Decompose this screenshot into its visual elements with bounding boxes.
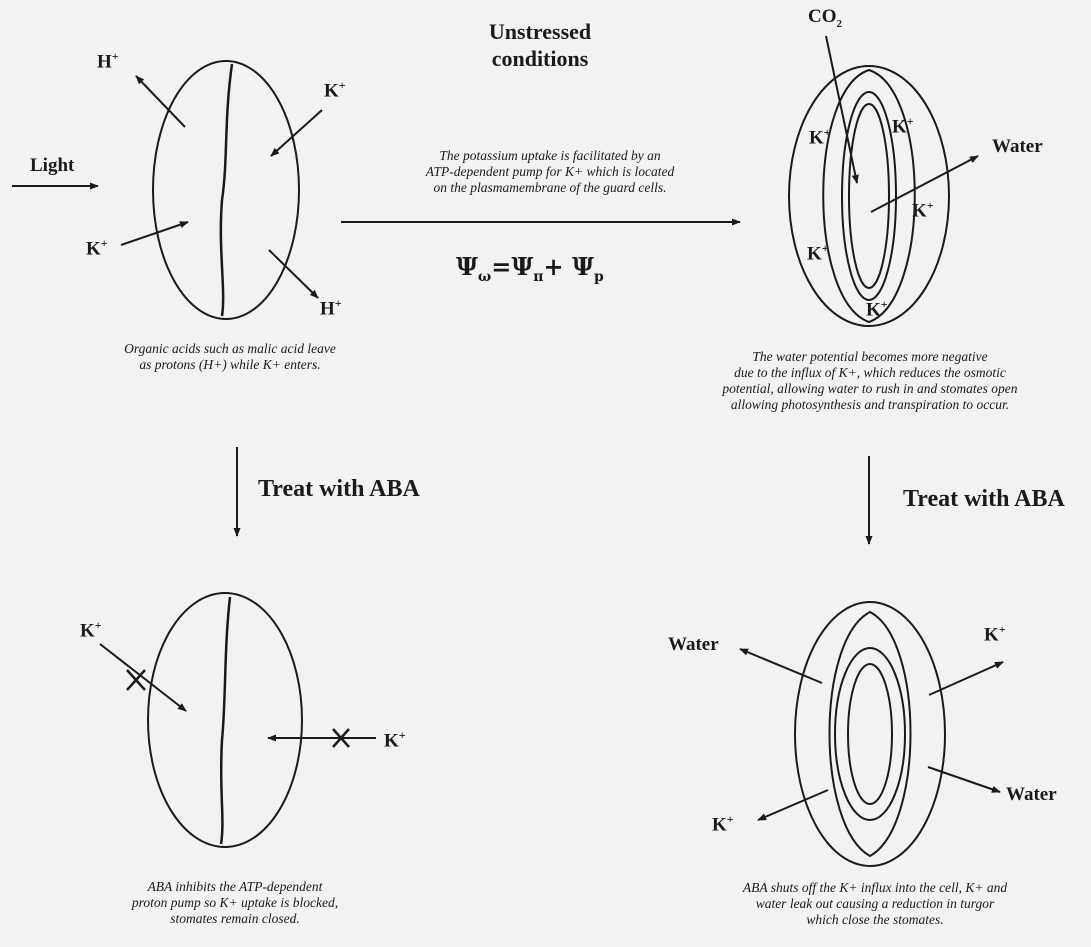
caption-line: which close the stomates. [680, 912, 1070, 928]
caption-line: ABA shuts off the K+ influx into the cel… [680, 880, 1070, 896]
stoma-pore-inner [848, 664, 892, 804]
closed-stoma-top-left [153, 61, 299, 319]
stoma-pore-line [221, 597, 230, 844]
treat-label-left: Treat with ABA [258, 476, 420, 503]
transition-description: The potassium uptake is facilitated by a… [340, 148, 760, 196]
water-label-right: Water [1006, 784, 1057, 806]
k-label-top: K+ [324, 78, 346, 102]
caption-line: potential, allowing water to rush in and… [660, 381, 1080, 397]
k-label-blocked-left: K+ [80, 618, 102, 642]
closing-stoma-bottom-right [795, 602, 945, 866]
k-label-top: K+ [984, 622, 1006, 646]
caption-line: ATP-dependent pump for K+ which is locat… [340, 164, 760, 180]
caption-line: due to the influx of K+, which reduces t… [660, 365, 1080, 381]
title-line-2: conditions [460, 45, 620, 72]
caption-bottom-right: ABA shuts off the K+ influx into the cel… [680, 880, 1070, 928]
caption-line: The water potential becomes more negativ… [660, 349, 1080, 365]
k-label-1: K+ [809, 125, 831, 149]
k-label-left: K+ [86, 236, 108, 260]
caption-line: The potassium uptake is facilitated by a… [340, 148, 760, 164]
caption-top-left: Organic acids such as malic acid leave a… [60, 341, 400, 373]
water-label-left: Water [668, 634, 719, 656]
stoma-pore-line [221, 64, 232, 316]
title-line-1: Unstressed [460, 18, 620, 45]
h-efflux-arrow-top [136, 76, 185, 127]
caption-line: stomates remain closed. [90, 911, 380, 927]
co2-arrow [826, 36, 857, 183]
k-label-blocked-right: K+ [384, 728, 406, 752]
water-label: Water [992, 136, 1043, 158]
stoma-pore [842, 92, 896, 300]
h-label-top: H+ [97, 49, 119, 73]
caption-bottom-left: ABA inhibits the ATP-dependent proton pu… [90, 879, 380, 927]
water-potential-equation: Ψω=Ψπ+ Ψp [456, 252, 604, 285]
caption-line: ABA inhibits the ATP-dependent [90, 879, 380, 895]
h-label-bottom: H+ [320, 296, 342, 320]
caption-top-right: The water potential becomes more negativ… [660, 349, 1080, 413]
k-efflux-arrow-bottom [758, 790, 828, 820]
caption-line: on the plasmamembrane of the guard cells… [340, 180, 760, 196]
treat-label-right: Treat with ABA [903, 486, 1065, 513]
k-label-bottom: K+ [712, 812, 734, 836]
caption-line: proton pump so K+ uptake is blocked, [90, 895, 380, 911]
caption-line: Organic acids such as malic acid leave [60, 341, 400, 357]
blocked-k-arrow-left [100, 644, 186, 711]
k-efflux-arrow-top [929, 662, 1003, 695]
guard-cell-outline [795, 602, 945, 866]
k-label-2: K+ [892, 114, 914, 138]
caption-line: allowing photosynthesis and transpiratio… [660, 397, 1080, 413]
guard-cell-outline [153, 61, 299, 319]
stoma-pore [835, 648, 905, 820]
open-stoma-top-right [789, 66, 949, 326]
stoma-pore-inner [849, 104, 889, 288]
closed-stoma-bottom-left [148, 593, 302, 847]
k-label-3: K+ [912, 198, 934, 222]
co2-label: CO2 [808, 6, 842, 30]
k-label-5: K+ [866, 297, 888, 321]
light-label: Light [30, 155, 74, 177]
caption-line: as protons (H+) while K+ enters. [60, 357, 400, 373]
diagram-title: Unstressed conditions [460, 18, 620, 72]
k-label-4: K+ [807, 241, 829, 265]
guard-cell-outline [148, 593, 302, 847]
k-influx-arrow-left [121, 222, 188, 245]
h-efflux-arrow-bottom [269, 250, 318, 298]
caption-line: water leak out causing a reduction in tu… [680, 896, 1070, 912]
k-influx-arrow-top [271, 110, 322, 156]
